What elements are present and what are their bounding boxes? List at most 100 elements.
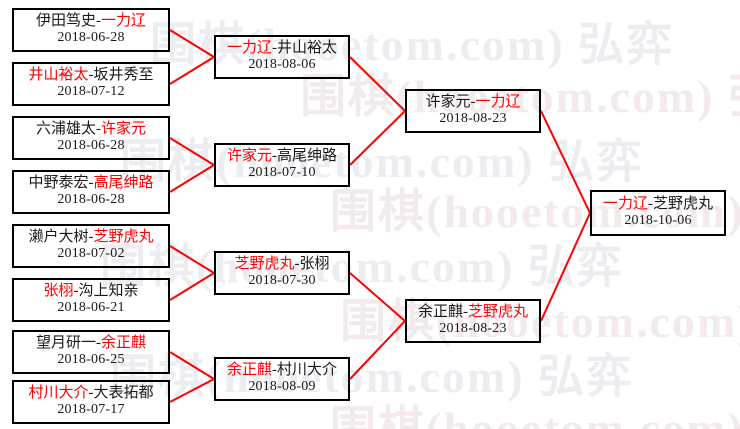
connector-line xyxy=(349,56,406,112)
match-players: 井山裕太-坂井秀至 xyxy=(28,66,154,84)
match-players: 六浦雄太-许家元 xyxy=(35,120,146,138)
player-separator: - xyxy=(88,174,94,191)
player-left: 许家元 xyxy=(425,93,471,110)
player-left: 伊田笃史 xyxy=(35,12,96,29)
connector-line xyxy=(169,351,215,380)
player-left: 芝野虎丸 xyxy=(234,255,295,272)
match-players: 余正麒-芝野虎丸 xyxy=(417,303,529,321)
player-right: 余正麒 xyxy=(101,334,147,351)
connector-line xyxy=(540,110,591,214)
match-date: 2018-06-21 xyxy=(57,300,125,316)
player-separator: - xyxy=(88,228,94,245)
connector-line xyxy=(169,56,215,85)
match-date: 2018-07-02 xyxy=(57,246,125,262)
player-separator: - xyxy=(294,255,300,272)
match-players: 张栩-沟上知亲 xyxy=(43,282,139,300)
match-players: 一力辽-井山裕太 xyxy=(226,39,338,57)
watermark-text: 围棋(hooetom.com) 弘弈 xyxy=(110,351,635,402)
player-left: 中野泰宏 xyxy=(28,174,89,191)
connector-line xyxy=(349,320,406,380)
watermark-text: 围棋(hooetom.com) 弘弈 xyxy=(120,136,645,187)
match-players: 濑户大树-芝野虎丸 xyxy=(28,228,154,246)
player-right: 坂井秀至 xyxy=(93,66,154,83)
match-date: 2018-07-30 xyxy=(248,273,316,289)
match-players: 许家元-一力辽 xyxy=(425,93,521,111)
player-right: 芝野虎丸 xyxy=(468,303,529,320)
connector-line xyxy=(169,272,215,301)
player-left: 一力辽 xyxy=(226,39,272,56)
player-right: 高尾绅路 xyxy=(277,147,338,164)
connector-line xyxy=(349,110,406,166)
match-players: 望月研一-余正麒 xyxy=(35,334,147,352)
player-right: 井山裕太 xyxy=(277,39,338,56)
match-date: 2018-08-23 xyxy=(439,111,507,127)
connector-line xyxy=(540,212,591,322)
match-date: 2018-07-17 xyxy=(57,402,125,418)
player-right: 大表拓都 xyxy=(93,384,154,401)
player-right: 芝野虎丸 xyxy=(93,228,154,245)
match-players: 芝野虎丸-张栩 xyxy=(234,255,329,273)
match-players: 余正麒-村川大介 xyxy=(226,361,337,379)
connector-line xyxy=(169,137,215,166)
match-date: 2018-06-28 xyxy=(57,192,125,208)
player-right: 一力辽 xyxy=(475,93,521,110)
player-left: 望月研一 xyxy=(35,334,96,351)
match-date: 2018-07-12 xyxy=(57,84,125,100)
connector-line xyxy=(169,29,215,58)
match-date: 2018-08-09 xyxy=(248,379,316,395)
player-left: 六浦雄太 xyxy=(35,120,96,137)
player-left: 许家元 xyxy=(226,147,272,164)
player-separator: - xyxy=(96,120,101,137)
player-separator: - xyxy=(272,39,277,56)
connector-line xyxy=(169,164,215,193)
watermark-text: 围棋(hooetom.com) 弘弈 xyxy=(100,241,625,292)
player-right: 一力辽 xyxy=(101,12,147,29)
match-date: 2018-06-28 xyxy=(57,138,125,154)
match-date: 2018-08-23 xyxy=(439,321,507,337)
player-separator: - xyxy=(463,303,468,320)
player-right: 芝野虎丸 xyxy=(653,195,714,212)
player-left: 张栩 xyxy=(43,282,74,299)
player-separator: - xyxy=(73,282,79,299)
match-players: 一力辽-芝野虎丸 xyxy=(602,195,714,213)
connector-line xyxy=(169,378,215,403)
match-players: 伊田笃史-一力辽 xyxy=(35,12,147,30)
match-date: 2018-06-25 xyxy=(57,352,125,368)
player-left: 一力辽 xyxy=(602,195,648,212)
player-separator: - xyxy=(88,384,94,401)
player-separator: - xyxy=(470,93,476,110)
player-left: 余正麒 xyxy=(226,361,272,378)
connector-line xyxy=(349,272,406,322)
player-separator: - xyxy=(88,66,94,83)
player-right: 高尾绅路 xyxy=(93,174,154,191)
player-right: 沟上知亲 xyxy=(78,282,139,299)
player-left: 村川大介 xyxy=(28,384,89,401)
match-players: 村川大介-大表拓都 xyxy=(28,384,154,402)
match-players: 中野泰宏-高尾绅路 xyxy=(28,174,154,192)
player-separator: - xyxy=(648,195,653,212)
match-date: 2018-06-28 xyxy=(57,30,125,46)
player-separator: - xyxy=(272,361,277,378)
player-left: 井山裕太 xyxy=(28,66,89,83)
connector-line xyxy=(169,245,215,274)
player-left: 余正麒 xyxy=(417,303,463,320)
watermark-text: 围棋(hooetom.com) 弘弈 xyxy=(330,403,740,429)
player-left: 濑户大树 xyxy=(28,228,89,245)
match-date: 2018-07-10 xyxy=(248,165,316,181)
